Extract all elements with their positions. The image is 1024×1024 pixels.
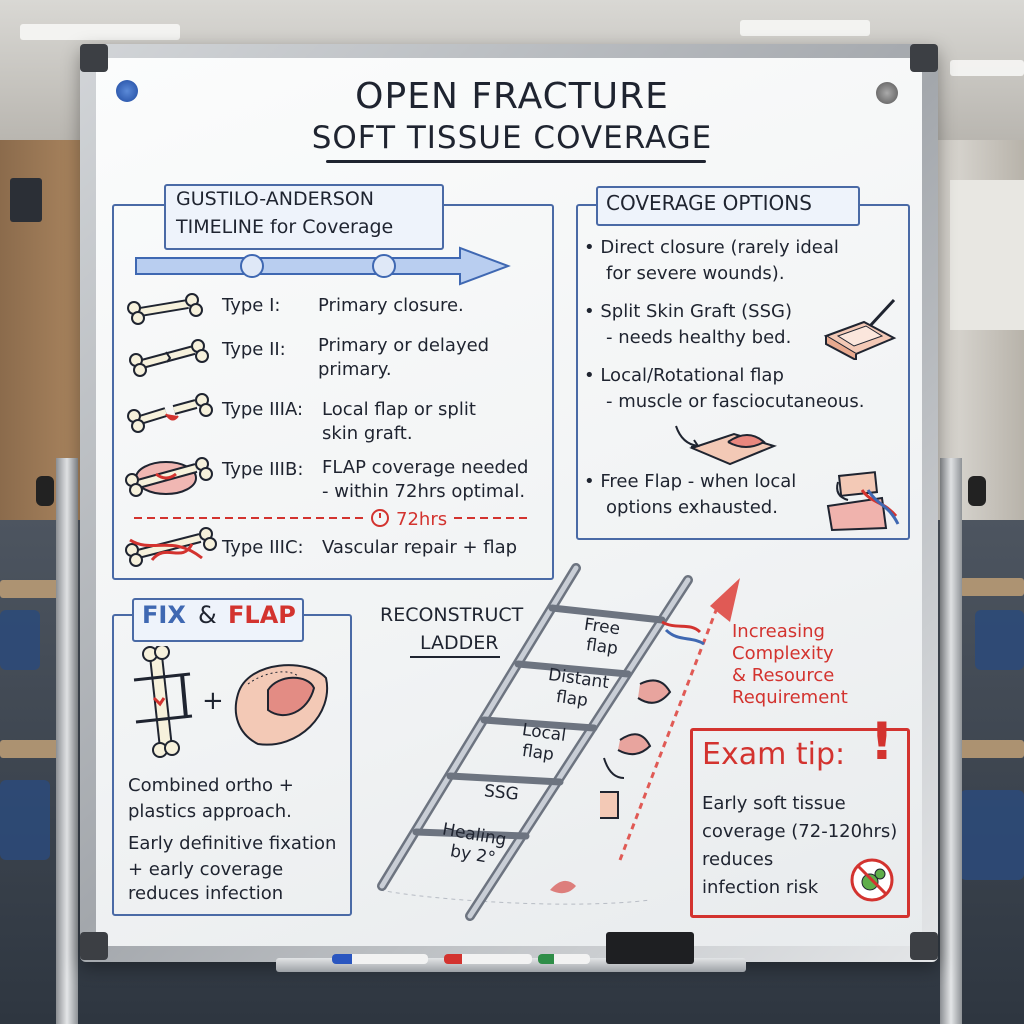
title-line1: OPEN FRACTURE bbox=[355, 76, 669, 117]
type2-desc-line1: Primary or delayed bbox=[318, 335, 490, 356]
green-marker[interactable] bbox=[538, 954, 590, 964]
rotational-flap-icon bbox=[675, 425, 777, 466]
fixflap-heading-box bbox=[132, 598, 304, 642]
bone-intact-icon bbox=[127, 293, 203, 325]
fixflap-line3: Early definitive fixation bbox=[128, 833, 337, 854]
stand-knob-left[interactable] bbox=[36, 476, 54, 506]
rung-local-line2: flap bbox=[520, 740, 556, 766]
rung-ssg-line1: SSG bbox=[483, 781, 520, 805]
ceiling-light bbox=[950, 60, 1024, 76]
timeline-heading-box bbox=[164, 184, 444, 250]
coverage-item2-line2: - needs healthy bed. bbox=[606, 327, 792, 348]
desk bbox=[950, 740, 1024, 758]
ladder-heading-line2: LADDER bbox=[420, 632, 499, 654]
chair bbox=[0, 610, 40, 670]
type3b-label: Type IIIB: bbox=[222, 459, 304, 480]
type1-desc: Primary closure. bbox=[318, 295, 464, 316]
complexity-arrow bbox=[600, 578, 740, 861]
free-flap-icon bbox=[826, 471, 900, 532]
type3b-desc-line2: - within 72hrs optimal. bbox=[322, 481, 526, 502]
type3c-label: Type IIIC: bbox=[222, 537, 304, 558]
magnet-grey[interactable] bbox=[876, 82, 898, 104]
fixflap-flap: FLAP bbox=[228, 601, 296, 629]
fixflap-fix: FIX bbox=[142, 601, 186, 629]
soft-tissue-flap-icon bbox=[234, 664, 329, 746]
type3c-desc: Vascular repair + flap bbox=[322, 537, 518, 558]
fixflap-line4: + early coverage bbox=[128, 859, 284, 880]
frame-corner bbox=[910, 932, 938, 960]
coverage-item3-line1: • Local/Rotational flap bbox=[584, 365, 784, 386]
exam-tip-line3: reduces bbox=[702, 849, 774, 870]
coverage-item1-line1: • Direct closure (rarely ideal bbox=[584, 237, 839, 258]
arrow-label-line3: & Resource bbox=[732, 665, 835, 686]
frame-corner bbox=[80, 932, 108, 960]
title-underline bbox=[326, 160, 706, 163]
magnet-blue[interactable] bbox=[116, 80, 138, 102]
coverage-heading-box bbox=[596, 186, 860, 226]
ceiling-light bbox=[740, 20, 870, 36]
fixflap-amp: & bbox=[198, 601, 217, 629]
fixflap-plus: + bbox=[202, 686, 224, 716]
desk bbox=[960, 578, 1024, 596]
frame-corner bbox=[910, 44, 938, 72]
timeline-heading-line2: TIMELINE for Coverage bbox=[176, 216, 394, 238]
blue-marker[interactable] bbox=[332, 954, 428, 964]
exam-tip-line2: coverage (72-120hrs) bbox=[702, 821, 898, 842]
type2-desc-line2: primary. bbox=[318, 359, 392, 380]
timeline-arrow bbox=[135, 246, 511, 286]
frame-corner bbox=[80, 44, 108, 72]
bone-fixation-icon bbox=[133, 646, 193, 758]
type3a-desc-line1: Local flap or split bbox=[322, 399, 476, 420]
fixflap-line2: plastics approach. bbox=[128, 801, 292, 822]
deadline-line bbox=[134, 509, 530, 527]
exam-tip-bang: ! bbox=[870, 712, 894, 772]
desk bbox=[0, 580, 60, 598]
bone-vascular-icon bbox=[125, 527, 217, 567]
stand-pole-right bbox=[940, 458, 962, 1024]
timeline-heading-line1: GUSTILO-ANDERSON bbox=[176, 188, 375, 210]
type2-label: Type II: bbox=[222, 339, 286, 360]
fixflap-line5: reduces infection bbox=[128, 883, 284, 904]
chair bbox=[975, 610, 1024, 670]
ladder-heading-line1: RECONSTRUCT bbox=[380, 604, 524, 626]
chair bbox=[960, 790, 1024, 880]
fixflap-line1: Combined ortho + bbox=[128, 775, 294, 796]
exam-tip-line1: Early soft tissue bbox=[702, 793, 846, 814]
arrow-label-line1: Increasing bbox=[732, 621, 825, 642]
type3a-desc-line2: skin graft. bbox=[322, 423, 413, 444]
ceiling-light bbox=[20, 24, 180, 40]
type1-label: Type I: bbox=[222, 295, 281, 316]
projector-screen bbox=[950, 180, 1024, 330]
coverage-item2-line1: • Split Skin Graft (SSG) bbox=[584, 301, 792, 322]
ladder-heading-underline bbox=[410, 656, 500, 658]
exam-tip-heading: Exam tip: bbox=[702, 737, 846, 772]
desk bbox=[0, 740, 70, 758]
no-infection-icon bbox=[850, 858, 894, 902]
bone-crack-icon bbox=[129, 339, 209, 377]
bone-wound-icon bbox=[125, 457, 213, 497]
skin-graft-icon bbox=[823, 298, 897, 360]
coverage-item4-line1: • Free Flap - when local bbox=[584, 471, 797, 492]
arrow-label-line2: Complexity bbox=[732, 643, 834, 664]
chair bbox=[0, 780, 50, 860]
title-line2: SOFT TISSUE COVERAGE bbox=[311, 120, 713, 156]
coverage-item4-line2: options exhausted. bbox=[606, 497, 778, 518]
coverage-item1-line2: for severe wounds). bbox=[606, 263, 785, 284]
deadline-label: 72hrs bbox=[396, 509, 448, 530]
exam-tip-line4: infection risk bbox=[702, 877, 819, 898]
red-marker[interactable] bbox=[444, 954, 532, 964]
type3a-label: Type IIIA: bbox=[222, 399, 304, 420]
exam-tip-box bbox=[690, 728, 910, 918]
stand-knob-right[interactable] bbox=[968, 476, 986, 506]
type3b-desc-line1: FLAP coverage needed bbox=[322, 457, 529, 478]
ladder-graphic bbox=[377, 563, 693, 921]
coverage-item3-line2: - muscle or fasciocutaneous. bbox=[606, 391, 865, 412]
board-eraser[interactable] bbox=[606, 932, 694, 964]
bone-fracture-icon bbox=[127, 393, 213, 433]
wall-speaker bbox=[10, 178, 42, 222]
coverage-heading: COVERAGE OPTIONS bbox=[606, 191, 812, 215]
arrow-label-line4: Requirement bbox=[732, 687, 848, 708]
rung-distant-line2: flap bbox=[554, 686, 590, 712]
stand-pole-left bbox=[56, 458, 78, 1024]
